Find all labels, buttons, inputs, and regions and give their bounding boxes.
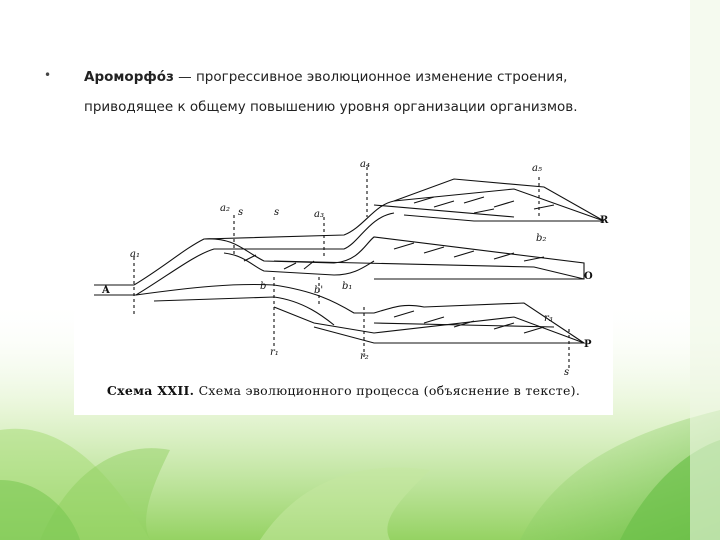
label-s3: s	[564, 367, 570, 378]
label-a3: a₃	[314, 209, 324, 220]
evolution-scheme-figure: A a₁ a₂ a₃ a₄ a₅ s s s b b' b₁ b₂ r₁ r₂ …	[74, 157, 613, 415]
label-a1: a₁	[130, 249, 140, 260]
label-O: O	[584, 271, 593, 282]
label-r1: r₁	[270, 347, 279, 358]
label-P: P	[584, 339, 592, 350]
evolution-scheme-drawing	[94, 167, 605, 369]
bullet-point: •	[44, 68, 52, 82]
label-a4: a₄	[360, 159, 370, 170]
label-b: b	[260, 281, 267, 292]
label-s2: s	[274, 207, 280, 218]
caption-prefix: Схема XXII.	[106, 383, 195, 398]
label-r3: r₃	[544, 313, 553, 324]
figure-caption: Схема XXII. Схема эволюционного процесса…	[74, 383, 613, 398]
caption-text: Схема эволюционного процесса (объяснение…	[194, 383, 581, 398]
label-a5: a₅	[532, 163, 542, 174]
label-b2: b₂	[536, 233, 547, 244]
term-aromorphosis: Ароморфо́з	[84, 69, 174, 85]
definition-text: Ароморфо́з — прогрессивное эволюционное …	[84, 62, 604, 122]
label-r2: r₂	[360, 351, 369, 362]
label-R: R	[600, 215, 609, 226]
term-definition: — прогрессивное эволюционное изменение с…	[84, 69, 578, 115]
label-b-prime: b'	[314, 285, 324, 296]
label-b1: b₁	[342, 281, 353, 292]
label-s1: s	[238, 207, 244, 218]
label-A: A	[102, 285, 110, 296]
label-a2: a₂	[220, 203, 230, 214]
